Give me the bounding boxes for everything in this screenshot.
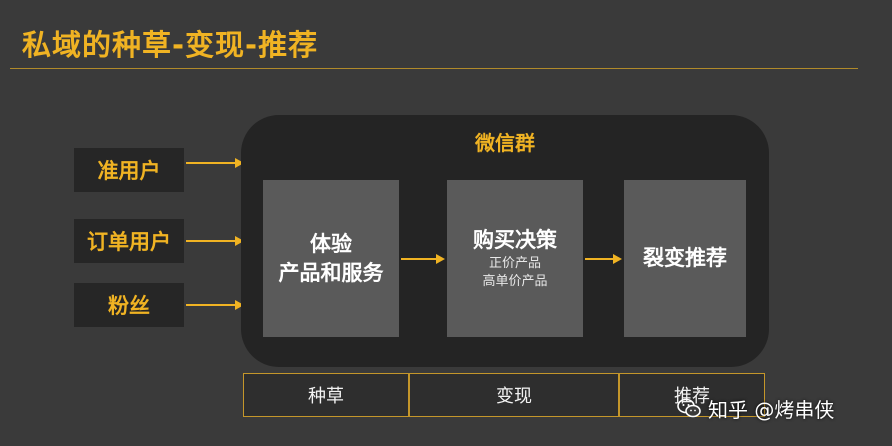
arrow-right-icon <box>585 254 622 264</box>
stage-label: 购买决策 <box>473 228 557 252</box>
arrow-right-icon <box>401 254 445 264</box>
arrow-right-icon <box>186 236 244 246</box>
stage-label: 裂变推荐 <box>643 246 727 270</box>
slide-title: 私域的种草-变现-推荐 <box>22 28 319 62</box>
stage-sublabel: 正价产品 <box>488 256 541 271</box>
phase-seeding: 种草 <box>243 373 409 417</box>
watermark-text: 知乎 @烤串侠 <box>708 397 835 422</box>
watermark: 知乎 @烤串侠 <box>676 393 834 423</box>
wechat-icon <box>677 398 701 418</box>
stage-sublabel: 高单价产品 <box>482 274 548 289</box>
stage-label: 产品和服务 <box>278 260 384 285</box>
phase-monetization: 变现 <box>409 373 619 417</box>
stage-referral: 裂变推荐 <box>624 180 746 337</box>
arrow-right-icon <box>186 300 244 310</box>
stage-label: 体验 <box>310 231 352 256</box>
title-divider <box>10 68 858 69</box>
source-box-fans: 粉丝 <box>74 283 184 327</box>
stage-purchase-decision: 购买决策 正价产品 高单价产品 <box>447 180 583 337</box>
arrow-right-icon <box>186 158 244 168</box>
source-box-order-users: 订单用户 <box>74 219 184 263</box>
group-title: 微信群 <box>475 131 535 155</box>
stage-experience: 体验 产品和服务 <box>263 180 399 337</box>
source-box-prospective-users: 准用户 <box>74 148 184 192</box>
